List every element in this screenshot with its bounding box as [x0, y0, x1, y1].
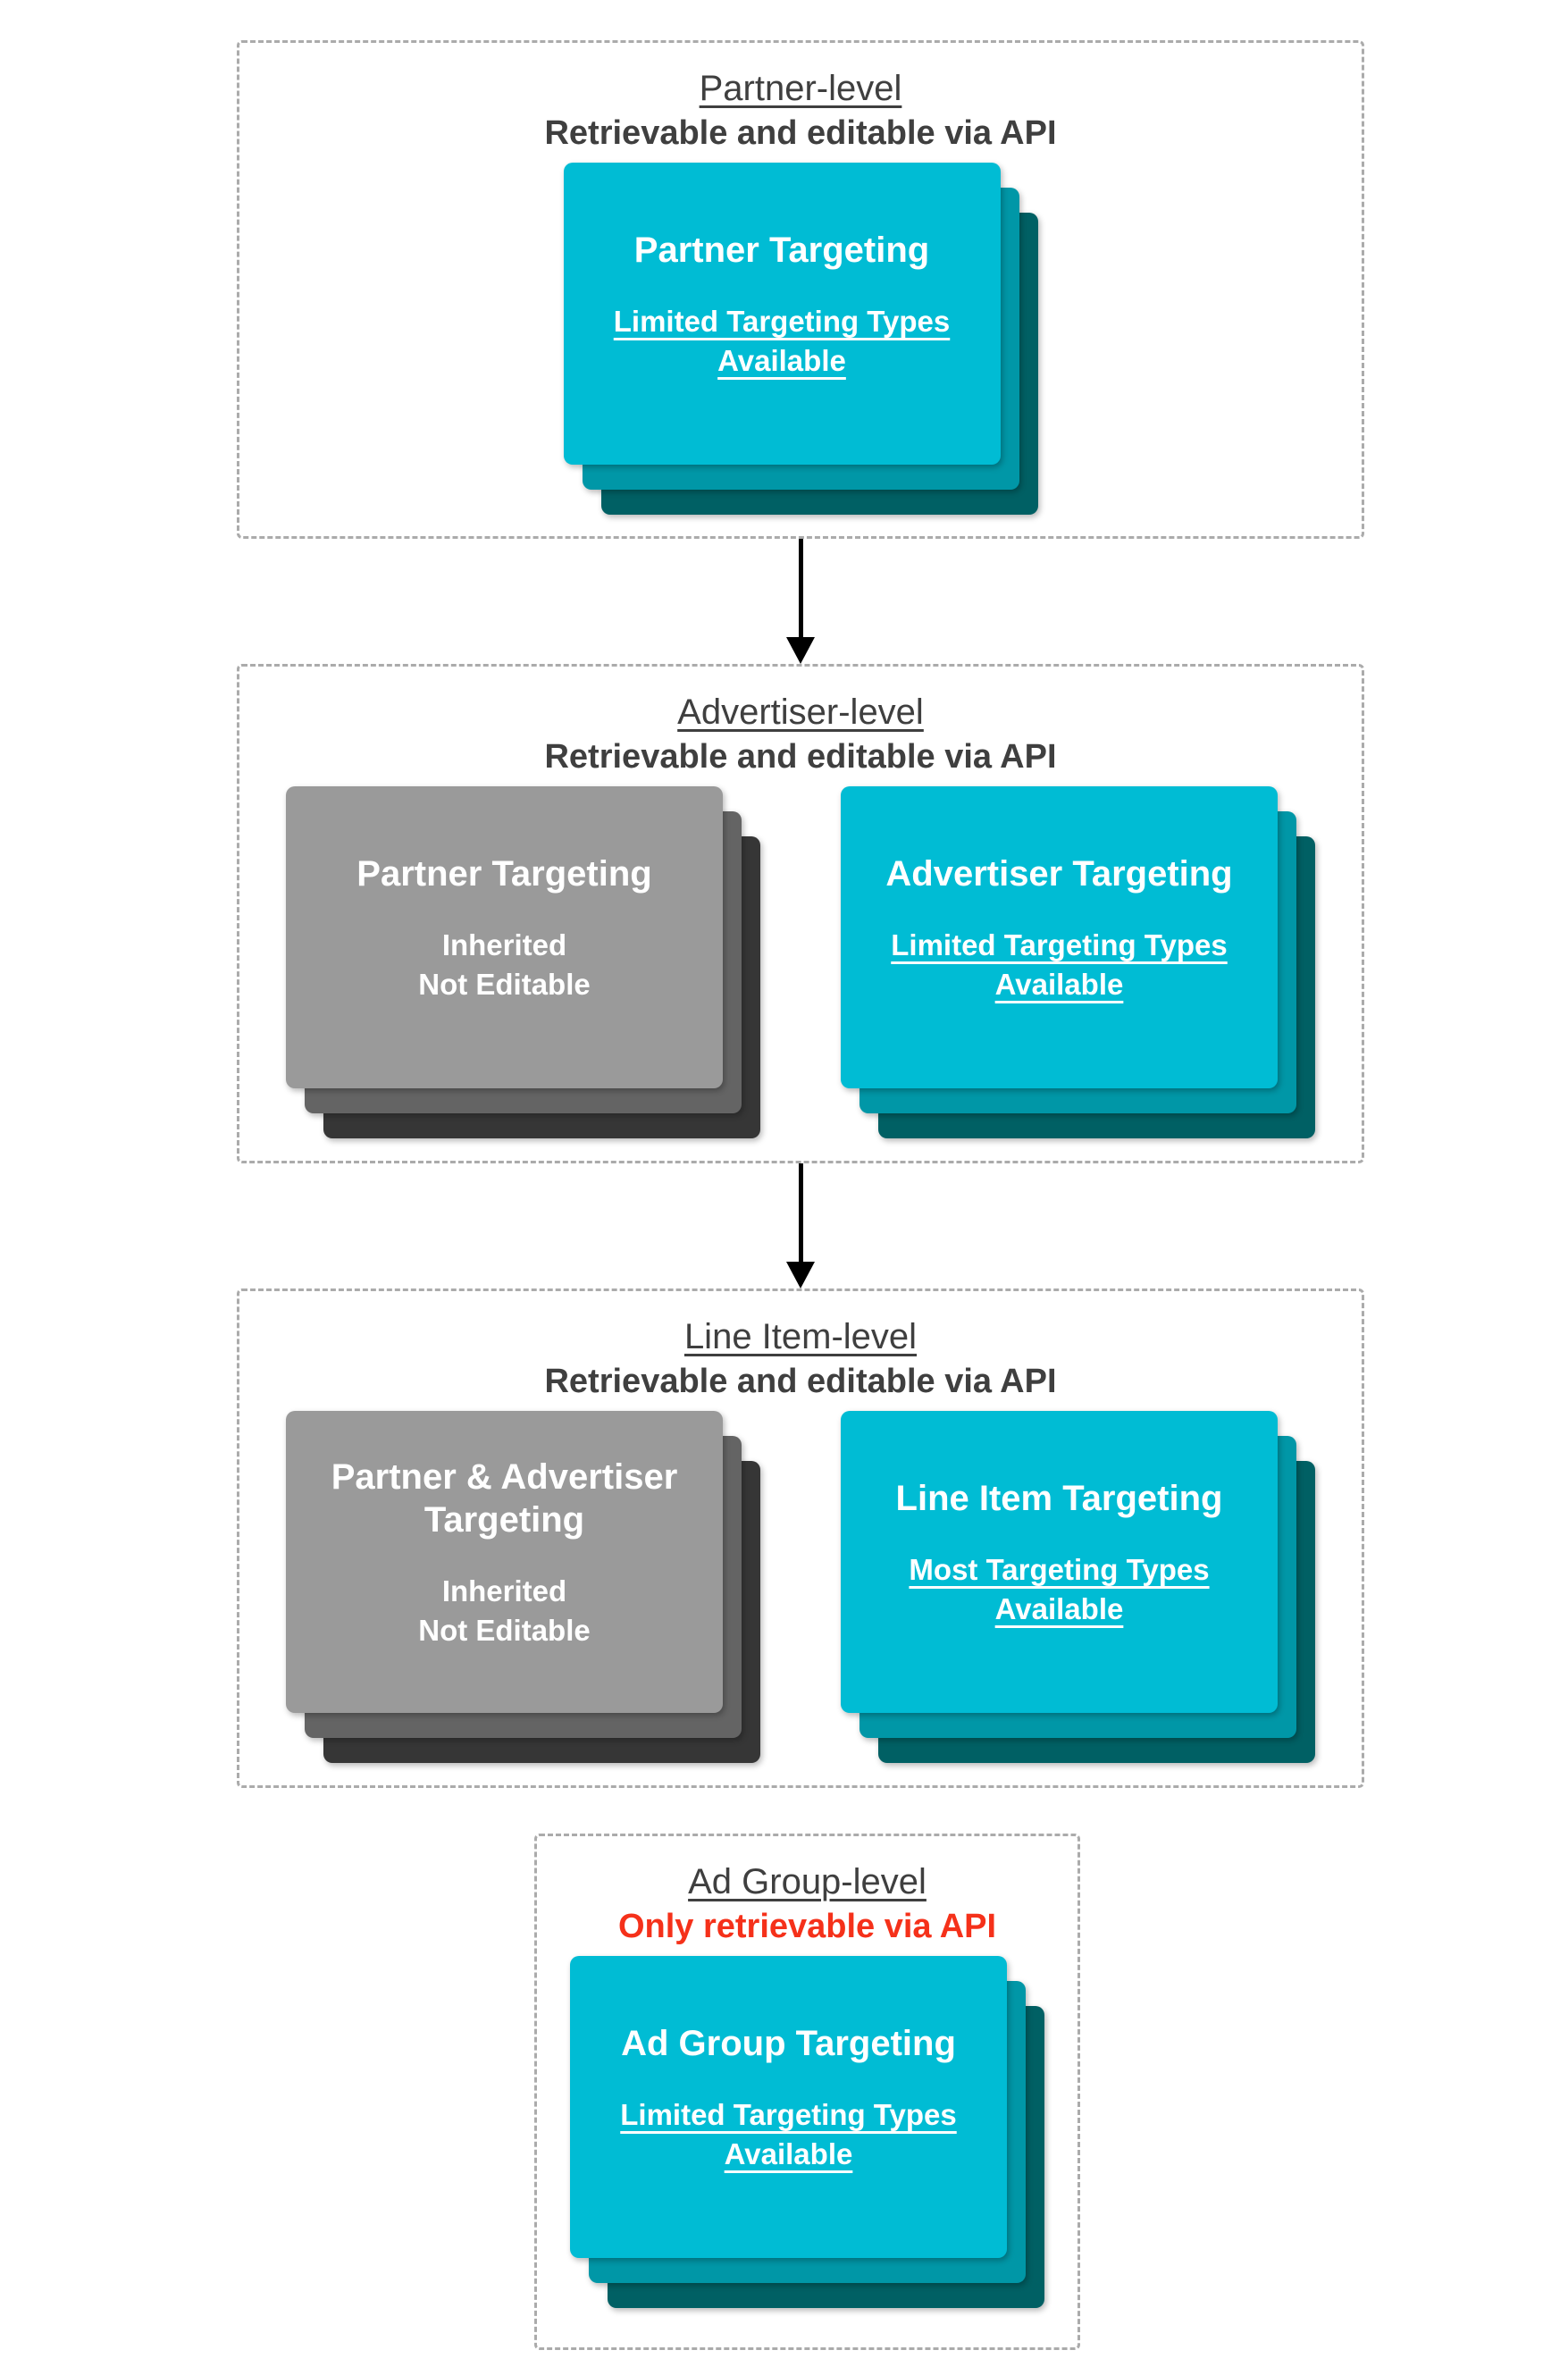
arrow-head	[786, 637, 815, 664]
card-subtitle-line: Not Editable	[418, 968, 591, 1002]
card-partner-targeting-inherited: Partner Targeting Inherited Not Editable	[286, 785, 760, 1138]
card-face: Ad Group Targeting Limited Targeting Typ…	[570, 1955, 1007, 2258]
card-subtitle-line: Inherited	[441, 1574, 567, 1607]
card-advertiser-targeting: Advertiser Targeting Limited Targeting T…	[841, 785, 1315, 1138]
card-subtitle-line: Not Editable	[418, 1614, 591, 1648]
card-subtitle-line: Available	[724, 2137, 853, 2171]
card-ad-group-targeting: Ad Group Targeting Limited Targeting Typ…	[570, 1955, 1044, 2308]
card-subtitle-line: Limited Targeting Types	[620, 2097, 957, 2131]
section-title: Ad Group-level	[688, 1862, 927, 1901]
card-subtitle-line: Limited Targeting Types	[613, 304, 951, 338]
card-line-item-targeting: Line Item Targeting Most Targeting Types…	[841, 1410, 1315, 1763]
card-subtitle-line: Available	[717, 344, 846, 378]
card-subtitle: Limited Targeting Types Available	[588, 2095, 989, 2176]
card-partner-targeting: Partner Targeting Limited Targeting Type…	[563, 162, 1038, 515]
card-title: Ad Group Targeting	[621, 2023, 956, 2063]
section-subtitle: Retrievable and editable via API	[544, 738, 1057, 776]
card-title: Line Item Targeting	[895, 1478, 1223, 1518]
card-subtitle: Limited Targeting Types Available	[582, 302, 983, 382]
card-subtitle-line: Most Targeting Types	[909, 1552, 1210, 1586]
arrow-head	[786, 1262, 815, 1288]
card-row: Partner & Advertiser Targeting Inherited…	[239, 1410, 1362, 1763]
card-subtitle: Inherited Not Editable	[304, 926, 705, 1006]
card-subtitle-line: Inherited	[441, 927, 567, 961]
arrow-line	[798, 1163, 803, 1262]
section-title: Partner-level	[699, 69, 902, 108]
card-subtitle-line: Limited Targeting Types	[891, 927, 1228, 961]
card-face: Partner Targeting Inherited Not Editable	[286, 785, 723, 1088]
card-partner-advertiser-targeting-inherited: Partner & Advertiser Targeting Inherited…	[286, 1410, 760, 1763]
section-title: Advertiser-level	[677, 692, 924, 732]
card-subtitle-line: Available	[994, 968, 1124, 1002]
card-face: Partner & Advertiser Targeting Inherited…	[286, 1410, 723, 1713]
card-row: Ad Group Targeting Limited Targeting Typ…	[537, 1955, 1077, 2308]
arrow-down-icon	[786, 539, 815, 664]
card-subtitle-line: Available	[994, 1592, 1124, 1626]
card-row: Partner Targeting Limited Targeting Type…	[239, 162, 1362, 515]
card-subtitle: Limited Targeting Types Available	[859, 926, 1260, 1006]
card-face: Line Item Targeting Most Targeting Types…	[841, 1410, 1278, 1713]
card-title: Partner Targeting	[356, 853, 652, 894]
section-partner-level: Partner-level Retrievable and editable v…	[237, 40, 1364, 539]
arrow-line	[798, 539, 803, 637]
section-subtitle: Only retrievable via API	[617, 1908, 997, 1945]
section-advertiser-level: Advertiser-level Retrievable and editabl…	[237, 664, 1364, 1163]
card-title: Partner & Advertiser Targeting	[331, 1456, 678, 1540]
card-face: Advertiser Targeting Limited Targeting T…	[841, 785, 1278, 1088]
arrow-down-icon	[786, 1163, 815, 1288]
card-row: Partner Targeting Inherited Not Editable…	[239, 785, 1362, 1138]
section-line-item-level: Line Item-level Retrievable and editable…	[237, 1288, 1364, 1788]
card-subtitle: Most Targeting Types Available	[859, 1550, 1260, 1631]
section-ad-group-level: Ad Group-level Only retrievable via API …	[534, 1834, 1080, 2350]
card-title: Partner Targeting	[633, 230, 930, 270]
section-subtitle: Retrievable and editable via API	[544, 1363, 1057, 1400]
card-face: Partner Targeting Limited Targeting Type…	[563, 162, 1001, 465]
section-title: Line Item-level	[683, 1317, 918, 1356]
card-subtitle: Inherited Not Editable	[304, 1572, 705, 1652]
section-subtitle: Retrievable and editable via API	[544, 114, 1057, 152]
card-title: Advertiser Targeting	[885, 853, 1233, 894]
